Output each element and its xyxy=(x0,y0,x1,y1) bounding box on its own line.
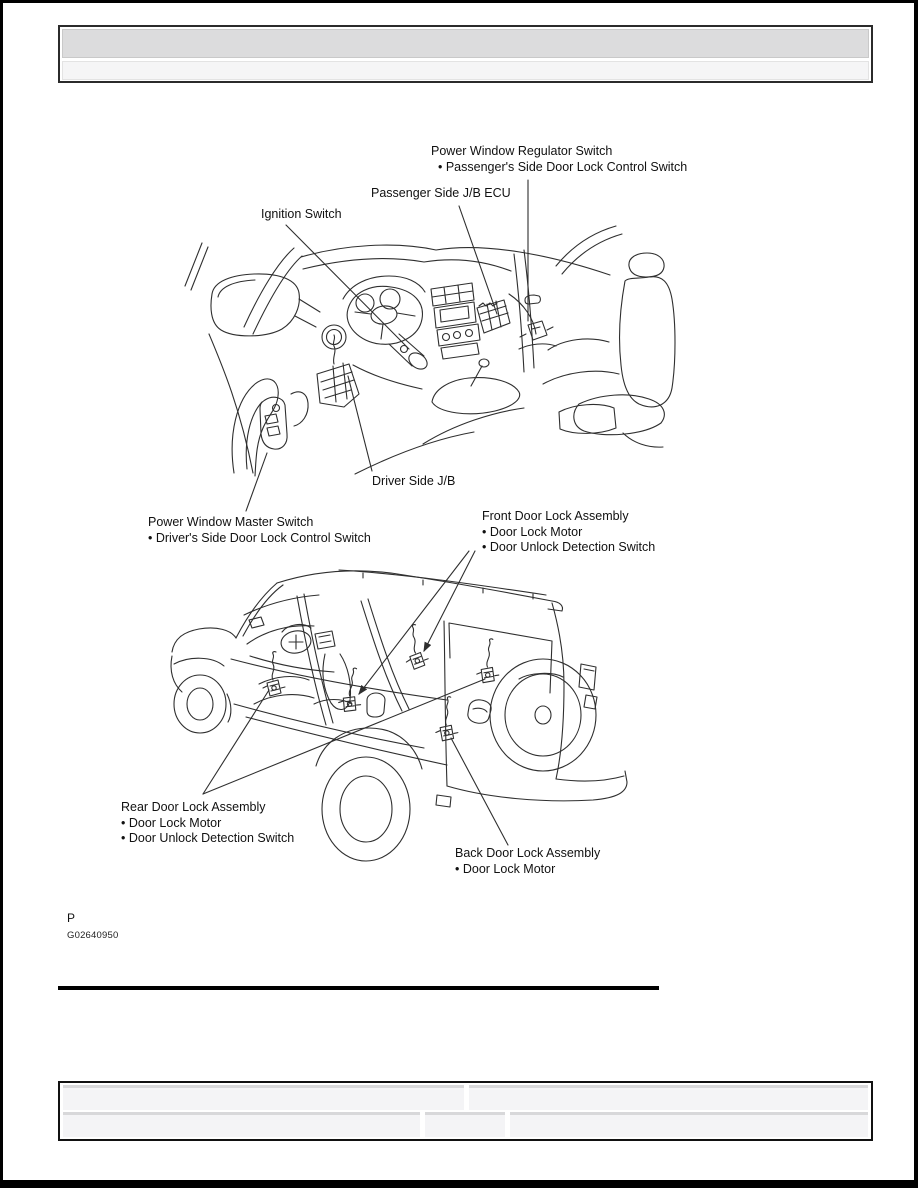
interior-diagram xyxy=(184,179,676,512)
steering-wheel xyxy=(342,275,426,345)
callout-text: Rear Door Lock Assembly xyxy=(121,800,266,814)
callout-passenger-side-jb-ecu: Passenger Side J/B ECU xyxy=(371,186,511,202)
door-lock-parts xyxy=(262,622,503,743)
callout-rear-door-lock-assembly: Rear Door Lock Assembly • Door Lock Moto… xyxy=(121,800,294,847)
spare-tire xyxy=(489,658,597,772)
dashboard-top xyxy=(300,225,623,350)
footer-table-cell-r2c1 xyxy=(63,1112,420,1137)
callout-text: Front Door Lock Assembly xyxy=(482,509,629,523)
a-pillar-lines xyxy=(184,242,303,474)
footer-table xyxy=(58,1081,873,1141)
callout-text: • Driver's Side Door Lock Control Switch xyxy=(148,530,371,545)
exterior-leader-lines xyxy=(202,550,509,846)
section-divider-rule xyxy=(58,986,659,990)
callout-text: • Door Lock Motor xyxy=(121,815,222,830)
figure-code: G02640950 xyxy=(67,930,119,941)
callout-ignition-switch: Ignition Switch xyxy=(261,207,342,223)
driver-door-panel xyxy=(231,378,309,477)
callout-text: Passenger Side J/B ECU xyxy=(371,186,511,200)
callout-text: Back Door Lock Assembly xyxy=(455,846,601,860)
callout-text: • Door Unlock Detection Switch xyxy=(121,831,295,846)
callout-text: Power Window Master Switch xyxy=(148,515,314,529)
footer-table-cell-r1c1 xyxy=(63,1085,464,1110)
callout-text: Ignition Switch xyxy=(261,207,342,221)
footer-table-cell-r2c3 xyxy=(510,1112,868,1137)
header-box xyxy=(58,25,873,83)
driver-jb-block xyxy=(316,334,360,408)
callout-back-door-lock-assembly: Back Door Lock Assembly • Door Lock Moto… xyxy=(455,846,600,877)
footer-table-cell-r2c2 xyxy=(425,1112,505,1137)
callout-driver-side-jb: Driver Side J/B xyxy=(372,474,455,490)
rear-section xyxy=(435,620,628,808)
callout-text: Driver Side J/B xyxy=(372,474,456,488)
power-window-master-switch-part xyxy=(259,396,288,450)
callout-text: • Door Lock Motor xyxy=(482,524,583,539)
footer-table-cell-r1c2 xyxy=(469,1085,868,1110)
page-marker: P xyxy=(67,911,76,925)
wheels xyxy=(173,674,423,862)
side-mirror xyxy=(210,273,321,337)
callout-text: Power Window Regulator Switch xyxy=(431,144,613,158)
passenger-door xyxy=(513,249,557,373)
seats xyxy=(542,252,676,448)
header-bar-bottom xyxy=(62,61,869,80)
callout-power-window-master-switch: Power Window Master Switch • Driver's Si… xyxy=(148,515,371,546)
footer-table-row-2 xyxy=(63,1112,868,1137)
door-frames xyxy=(233,593,492,749)
body-outline xyxy=(170,569,565,780)
gear-console xyxy=(354,358,525,475)
callout-power-window-regulator-switch: Power Window Regulator Switch • Passenge… xyxy=(431,144,687,175)
component-location-diagram xyxy=(170,179,676,862)
header-bar-top xyxy=(62,29,869,58)
center-stack xyxy=(430,282,481,360)
callout-text: • Passenger's Side Door Lock Control Swi… xyxy=(438,159,688,174)
steering-column-ignition xyxy=(352,333,428,390)
callout-front-door-lock-assembly: Front Door Lock Assembly • Door Lock Mot… xyxy=(482,509,655,556)
callout-text: • Door Lock Motor xyxy=(455,861,556,876)
mini-interior xyxy=(246,623,353,710)
footer-table-row-1 xyxy=(63,1085,868,1110)
passenger-jb-ecu-part xyxy=(476,293,537,335)
exterior-diagram xyxy=(170,550,628,862)
interior-leader-lines xyxy=(245,179,529,512)
callout-text: • Door Unlock Detection Switch xyxy=(482,540,656,555)
